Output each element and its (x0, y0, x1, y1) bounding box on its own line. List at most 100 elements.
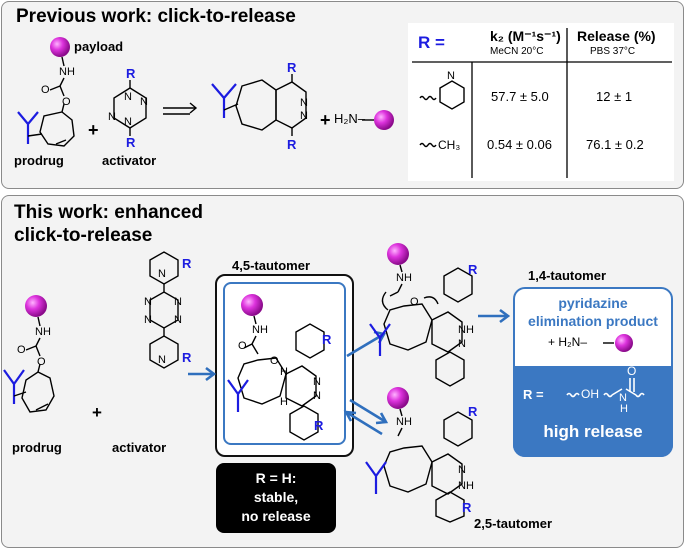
n-45-1: N (313, 376, 321, 388)
nh-25: NH (396, 416, 412, 428)
tautomer-45-label: 4,5-tautomer (232, 258, 311, 273)
n-14-ring: N (458, 338, 466, 350)
r-equals-label: R = (523, 387, 544, 402)
pyridyl-25-top (443, 411, 473, 447)
table-k2-header: k₂ (M⁻¹s⁻¹) (490, 28, 561, 44)
pyridyl-14-top (443, 267, 473, 303)
this-work-title-1: This work: enhanced (14, 202, 203, 223)
o-45-1: O (238, 340, 247, 352)
stable-line-3: no release (241, 508, 311, 524)
high-release-box (513, 366, 673, 457)
table-row2-release: 76.1 ± 0.2 (586, 137, 644, 152)
oh-label: OH (581, 387, 599, 401)
n-label-t3: N (140, 96, 148, 108)
svg-text:+: + (320, 110, 331, 130)
tautomer-14-label: 1,4-tautomer (528, 268, 607, 283)
arrow-to-25 (349, 398, 387, 424)
n-label-t2: N (124, 116, 132, 128)
table-row1-k2: 57.7 ± 5.0 (491, 89, 549, 104)
antibody-icon-2 (211, 83, 237, 118)
elimination-line-2: elimination product (528, 313, 658, 329)
nh-14-ring: NH (458, 324, 474, 336)
r-14-top: R (468, 262, 478, 277)
pyridyl-ring-bottom (149, 335, 179, 369)
tco-ring-1 (39, 111, 75, 147)
cyclooctane-ring-25 (383, 445, 433, 493)
table-row1-release: 12 ± 1 (596, 89, 633, 104)
arrow-from-25 (345, 410, 383, 436)
dihydropyridazine-45 (285, 365, 317, 407)
r-activator-bottom: R (182, 350, 192, 365)
payload-sphere-2 (374, 110, 394, 130)
wavy-bond-row1 (419, 95, 437, 101)
pyridyl-45-bottom (289, 405, 319, 441)
tautomer-45-inner-frame (223, 282, 346, 445)
antibody-icon-1 (17, 111, 39, 144)
n-label-t4: N (108, 111, 116, 123)
svg-text:+: + (88, 120, 99, 140)
r-bottom-1: R (126, 135, 136, 150)
o-label-1: O (41, 84, 50, 96)
amide-n-label: N (619, 392, 627, 404)
dihydropyridazine-25 (431, 453, 463, 495)
nh-14: NH (396, 272, 412, 284)
tautomer-25-label: 2,5-tautomer (474, 516, 553, 531)
payload-label: payload (74, 39, 124, 54)
table-release-cond: PBS 37°C (590, 46, 636, 57)
electron-arrow-2 (423, 296, 439, 305)
plus-amine-label: + H₂N– (548, 335, 588, 349)
antibody-icon-3 (3, 369, 25, 404)
r-25-bottom: R (462, 500, 472, 515)
arrow-to-14 (346, 332, 385, 358)
wavy-bond-oh (566, 392, 580, 398)
n-45-2: N (313, 390, 321, 402)
table-row2-k2: 0.54 ± 0.06 (487, 137, 552, 152)
wavy-bond-row2 (419, 142, 437, 148)
stable-no-release-box (216, 463, 336, 533)
n-label-t1: N (124, 91, 132, 103)
o-label-2: O (62, 96, 71, 108)
r-25-top: R (468, 404, 478, 419)
table-release-header: Release (%) (577, 28, 656, 44)
pyridyl-ring-row1 (439, 80, 465, 110)
antibody-icon-5 (369, 323, 391, 356)
antibody-icon-4 (227, 379, 249, 412)
n-act-2: N (144, 296, 152, 308)
pyridyl-n-label: N (447, 70, 455, 82)
activator-label-2: activator (112, 440, 167, 455)
pyridyl-45-top (295, 323, 325, 359)
nh-label-1: NH (59, 66, 75, 78)
prodrug-label-2: prodrug (12, 440, 62, 455)
cyclooctane-ring-14 (383, 303, 433, 351)
cyclooctene-ring-product (235, 79, 277, 131)
n-act-5: N (174, 314, 182, 326)
r-bottom-2: R (287, 137, 297, 152)
kinetics-table (408, 23, 674, 181)
o-14: O (410, 296, 419, 308)
svg-text:+: + (92, 403, 102, 422)
previous-work-title: Previous work: click-to-release (16, 6, 296, 27)
n-25-ring: N (458, 464, 466, 476)
nh-25-ring: NH (458, 480, 474, 492)
r-activator-top: R (182, 256, 192, 271)
tautomer-45-frame (215, 274, 354, 457)
prodrug-label-1: prodrug (14, 153, 64, 168)
h-45-1: H (280, 366, 288, 378)
this-work-title-2: click-to-release (14, 225, 153, 246)
table-r-header: R = (418, 33, 445, 52)
stable-line-2: stable, (253, 489, 299, 505)
amine-label: H₂N– (334, 111, 366, 126)
wavy-bond-amide-right (635, 392, 645, 398)
r-45-bottom: R (314, 418, 324, 433)
payload-sphere-7 (615, 334, 633, 352)
o-label-4: O (37, 356, 46, 368)
pyridyl-ring-top (149, 251, 179, 285)
dihydropyridazine-14 (431, 311, 463, 353)
r-top-1: R (126, 66, 136, 81)
stable-line-1: R = H: (255, 470, 297, 486)
wavy-bond-amide-left (603, 392, 613, 398)
r-45-top: R (322, 332, 332, 347)
table-k2-cond: MeCN 20°C (490, 46, 544, 57)
